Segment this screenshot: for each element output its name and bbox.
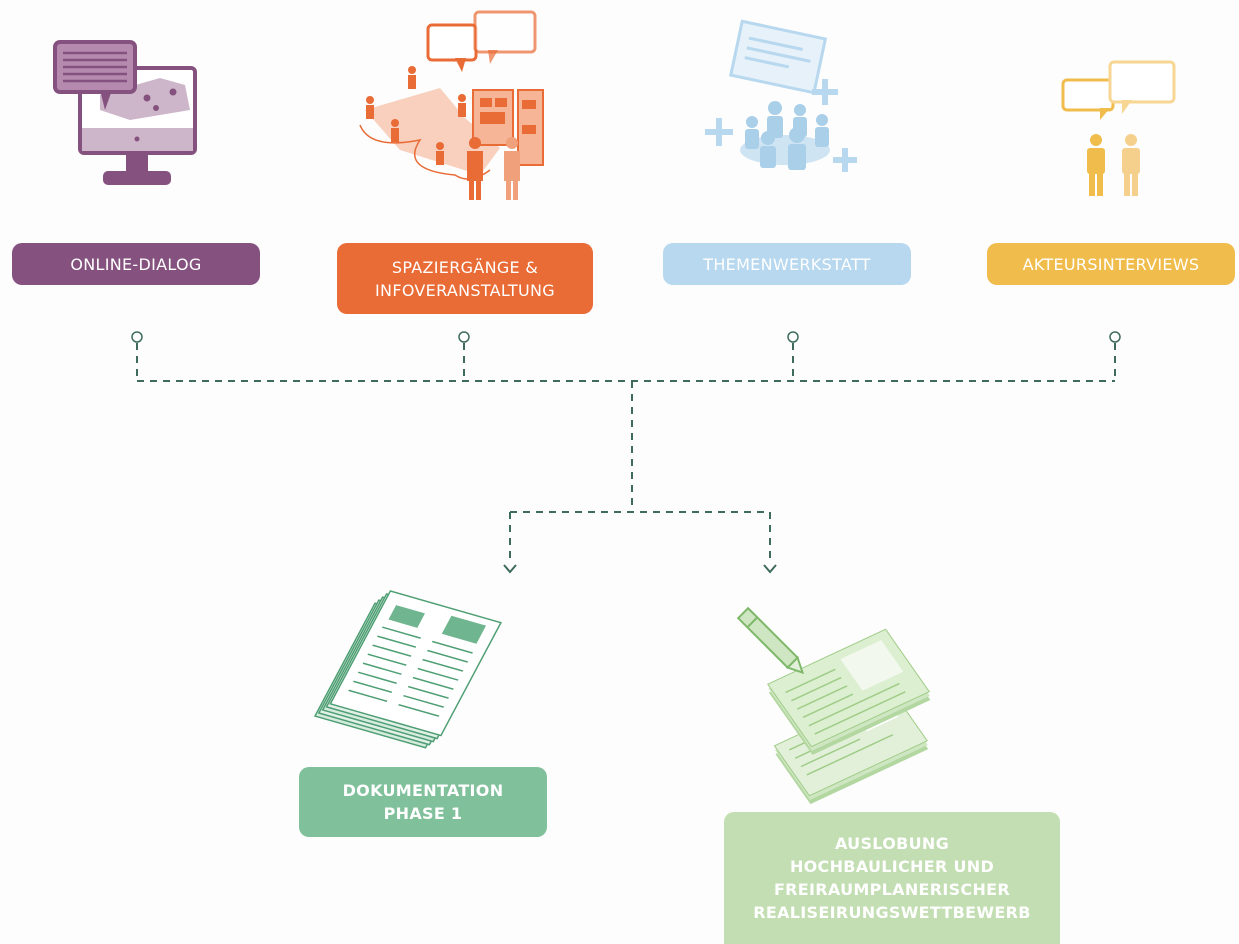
connector-lines — [136, 343, 1116, 562]
label-themenwerkstatt-text: THEMENWERKSTATT — [703, 254, 871, 274]
label-akteursinterviews-text: AKTEURSINTERVIEWS — [1022, 254, 1200, 274]
label-akteursinterviews: AKTEURSINTERVIEWS — [987, 243, 1235, 285]
walk-event-people-icon — [359, 10, 544, 200]
documents-stack-icon — [313, 590, 502, 749]
label-auslobung-text: AUSLOBUNG HOCHBAULICHER UND FREIRAUMPLAN… — [753, 834, 1031, 922]
label-online-dialog: ONLINE-DIALOG — [12, 243, 260, 285]
connector-pins — [131, 331, 1121, 343]
label-dokumentation: DOKUMENTATION PHASE 1 — [299, 767, 547, 837]
interview-people-icon — [1061, 60, 1176, 196]
label-online-dialog-text: ONLINE-DIALOG — [70, 254, 202, 274]
label-spaziergaenge-text: SPAZIERGÄNGE & INFOVERANSTALTUNG — [375, 257, 555, 300]
pencil-papers-icon — [736, 606, 931, 805]
label-dokumentation-text: DOKUMENTATION PHASE 1 — [342, 781, 504, 823]
label-auslobung: AUSLOBUNG HOCHBAULICHER UND FREIRAUMPLAN… — [724, 812, 1060, 944]
computer-map-chat-icon — [53, 40, 197, 185]
label-themenwerkstatt: THEMENWERKSTATT — [663, 243, 911, 285]
workshop-group-icon — [705, 19, 857, 172]
label-spaziergaenge: SPAZIERGÄNGE & INFOVERANSTALTUNG — [337, 243, 593, 314]
arrow-heads — [503, 564, 777, 574]
